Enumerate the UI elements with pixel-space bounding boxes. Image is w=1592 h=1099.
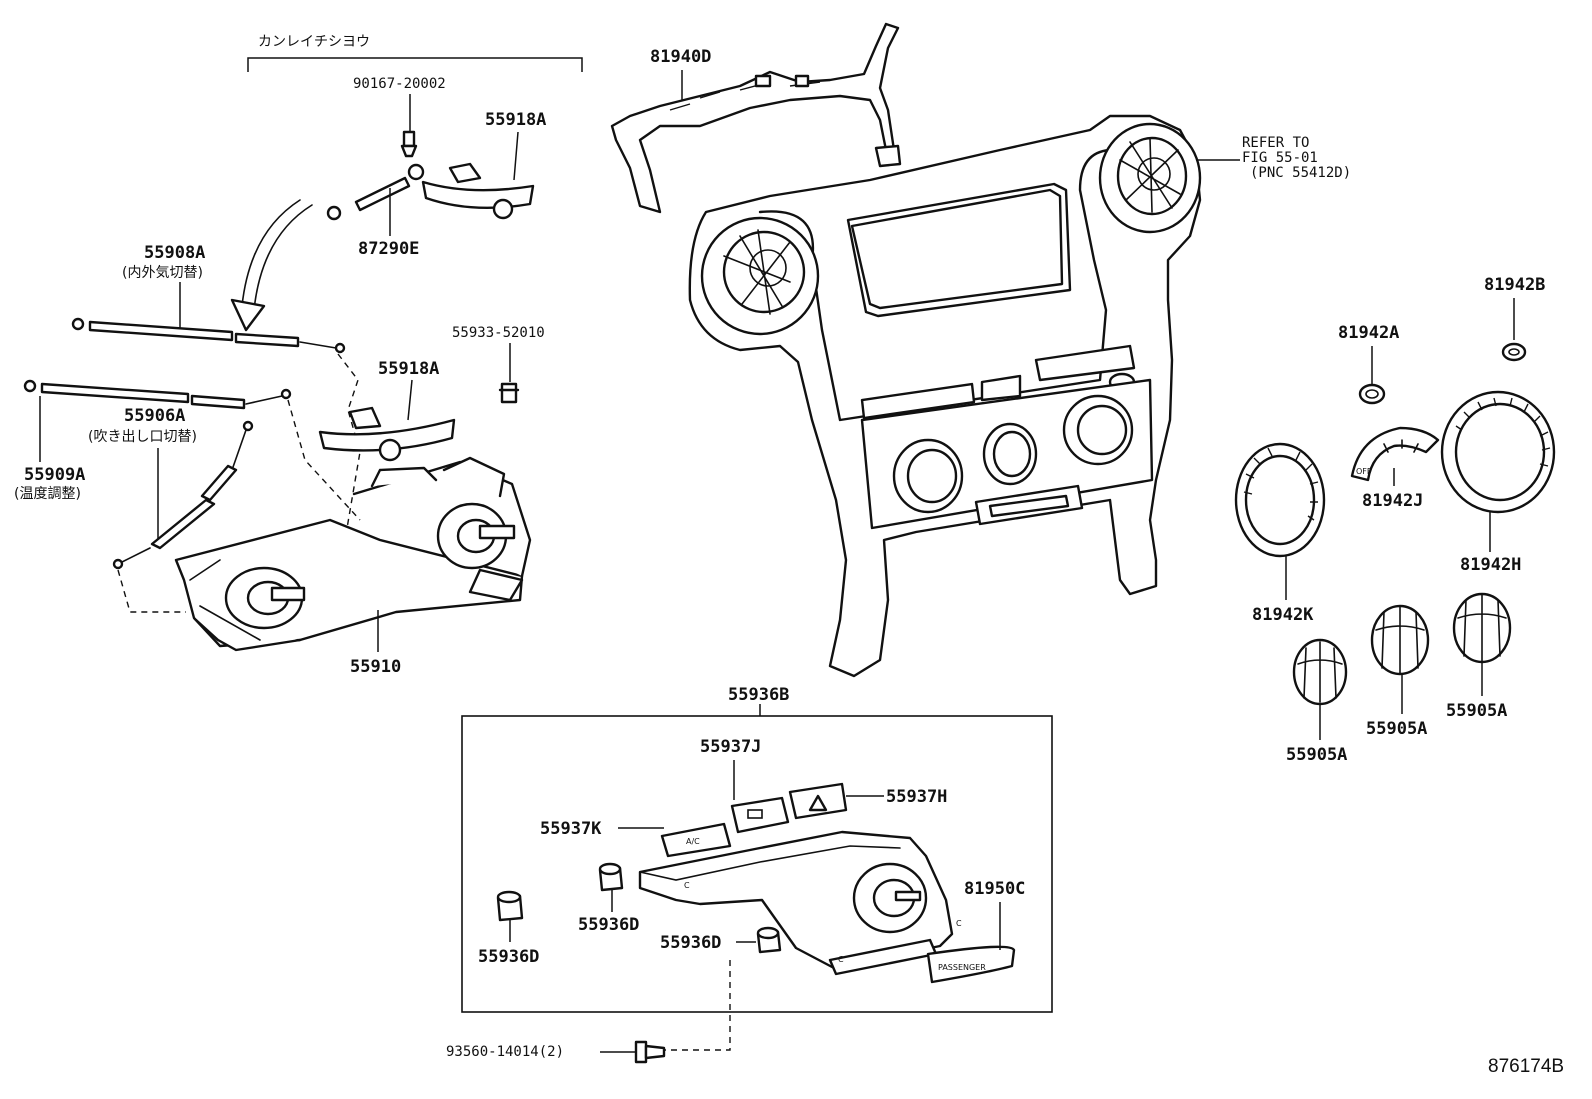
label-81942A: 81942A [1338, 323, 1399, 343]
label-81942B: 81942B [1484, 275, 1545, 295]
cable-55906A [112, 420, 254, 570]
curved-arrow [253, 204, 313, 311]
svg-text:C: C [956, 919, 962, 928]
passenger-label: PASSENGER [938, 963, 986, 972]
label-55936D-3: 55936D [660, 933, 721, 953]
knob-55905A-2 [1370, 604, 1430, 676]
bulb-55936D-2 [496, 890, 524, 922]
note-55909A: (温度調整) [14, 486, 81, 502]
label-55918A-mid: 55918A [378, 359, 439, 379]
label-55910: 55910 [350, 657, 401, 677]
label-55906A: 55906A [124, 406, 185, 426]
wire-harness-81940D [610, 22, 902, 214]
svg-text:C: C [684, 881, 690, 890]
label-81942J: 81942J [1362, 491, 1423, 511]
knob-55905A-1 [1292, 638, 1348, 706]
label-55918A-top: 55918A [485, 110, 546, 130]
label-55937H: 55937H [886, 787, 947, 807]
label-81940D: 81940D [650, 47, 711, 67]
group-bracket [247, 57, 583, 72]
center-dash-panel [688, 114, 1202, 678]
note-55908A: (内外気切替) [122, 265, 203, 281]
label-55936D-1: 55936D [478, 947, 539, 967]
bulb-55936D-3 [756, 926, 782, 954]
label-55936B: 55936B [728, 685, 789, 705]
ac-button-mark: A/C [686, 837, 700, 846]
ring-81942A [1358, 383, 1386, 405]
heater-control-assembly-55910 [174, 456, 532, 652]
cable-55908A [71, 317, 346, 354]
rod-87290E [326, 163, 425, 221]
screw-93560 [634, 1040, 666, 1064]
label-81942K: 81942K [1252, 605, 1314, 625]
label-55936D-2: 55936D [578, 915, 639, 935]
label-55905A-1: 55905A [1286, 745, 1347, 765]
label-81950C: 81950C [964, 879, 1025, 899]
group-title: カンレイチシヨウ [258, 34, 370, 50]
label-87290E: 87290E [358, 239, 419, 259]
knob-55905A-3 [1452, 592, 1512, 664]
note-55906A: (吹き出し口切替) [88, 429, 197, 445]
clip-55933 [498, 382, 520, 404]
ring-81942B [1501, 342, 1527, 362]
lever-knob-55918A-mid [318, 406, 456, 462]
label-90167-20002: 90167-20002 [353, 76, 446, 92]
label-93560-14014: 93560-14014(2) [446, 1044, 564, 1060]
label-55905A-2: 55905A [1366, 719, 1427, 739]
label-55937J: 55937J [700, 737, 761, 757]
off-mark: OFF [1356, 467, 1372, 476]
cable-55909A [23, 379, 292, 410]
scale-plate-81942J: OFF [1350, 426, 1440, 482]
dial-ring-81942H [1440, 390, 1556, 514]
dial-ring-81942K [1234, 442, 1326, 558]
label-55933-52010: 55933-52010 [452, 325, 545, 341]
screw-90167 [400, 130, 418, 158]
bulb-55936D-1 [598, 862, 624, 892]
label-55937K: 55937K [540, 819, 602, 839]
label-55909A: 55909A [24, 465, 85, 485]
label-55908A: 55908A [144, 243, 205, 263]
switch-panel-assembly: A/C C C C PASSENGER [638, 782, 1016, 984]
label-81942H: 81942H [1460, 555, 1521, 575]
svg-text:C: C [838, 955, 844, 964]
refer-line-2: FIG 55-01 [1242, 150, 1318, 166]
refer-line-3: (PNC 55412D) [1250, 165, 1351, 181]
lever-knob-55918A-top [421, 162, 535, 220]
group-frame-55936B [461, 715, 1053, 1013]
label-55905A-3: 55905A [1446, 701, 1507, 721]
refer-line-1: REFER TO [1242, 135, 1309, 151]
figure-id: 876174B [1488, 1056, 1564, 1077]
